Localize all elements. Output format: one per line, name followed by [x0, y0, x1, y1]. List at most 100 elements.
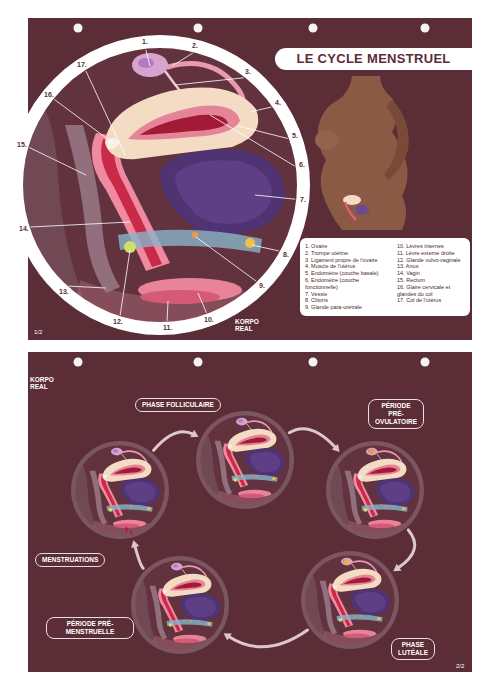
arrow-line	[398, 530, 414, 568]
arrow-line	[289, 429, 335, 448]
leader-line	[175, 78, 244, 85]
phase-anatomy	[302, 555, 398, 648]
legend-item: 13. Anus	[397, 263, 465, 270]
leader-line	[86, 71, 125, 155]
leader-line	[54, 99, 113, 143]
legend-item: 6. Endomètre (couche fonctionnelle)	[305, 277, 393, 291]
callout-number: 13.	[59, 288, 69, 296]
phase-node: PHASE LUTÉALE	[302, 552, 398, 648]
bladder-inset	[355, 205, 369, 215]
blood-drop	[125, 526, 127, 532]
leader-line	[146, 50, 150, 66]
callout-number: 10.	[204, 316, 214, 324]
phase-label: MENSTRUATIONS	[35, 553, 105, 567]
phase-disc	[326, 441, 424, 539]
phase-disc	[131, 556, 229, 654]
legend-item: 2. Trompe utérine	[305, 250, 393, 257]
legend-item: 9. Glande para-urétrale	[305, 304, 393, 311]
legend-box: 1. Ovaire2. Trompe utérine3. Ligament pr…	[300, 238, 470, 316]
phase-node: PÉRIODE PRÉ-OVULATOIRE	[327, 442, 423, 538]
arrow-line	[154, 432, 194, 451]
legend-item: 11. Lèvre externe droite	[397, 250, 465, 257]
phase-anatomy	[132, 560, 228, 653]
arrow-head	[332, 444, 340, 452]
arm-shape	[384, 100, 409, 180]
panel	[28, 352, 472, 672]
cycle-arrow	[131, 540, 143, 568]
phase-disc	[301, 551, 399, 649]
legend-item: 10. Lèvres internes	[397, 243, 465, 250]
callout-number: 1.	[142, 38, 148, 46]
callout-number: 15.	[17, 141, 27, 149]
arrow-head	[190, 430, 198, 438]
legend-item: 17. Col de l'utérus	[397, 297, 465, 304]
cycle-arrow	[393, 530, 414, 571]
leader-lines	[29, 50, 295, 321]
legend-item: 14. Vagin	[397, 270, 465, 277]
page-number: 1/2	[34, 329, 42, 336]
leader-line	[167, 301, 169, 321]
leader-line	[172, 53, 193, 66]
phase-node: MENSTRUATIONS	[72, 442, 168, 538]
legend-item: 8. Clitoris	[305, 297, 393, 304]
arrow-head	[131, 540, 139, 548]
follicle-dot	[369, 449, 374, 454]
brand-logo: KORPO REAL	[30, 376, 60, 390]
leader-line	[210, 115, 295, 166]
leader-line	[29, 148, 86, 176]
cycle-arrow	[224, 630, 308, 647]
arrow-head	[393, 564, 401, 571]
legend-column: 1. Ovaire2. Trompe utérine3. Ligament pr…	[305, 243, 393, 311]
punch-hole	[194, 24, 203, 33]
punch-hole	[309, 358, 318, 367]
arrow-line	[135, 546, 143, 568]
callout-number: 7.	[300, 196, 306, 204]
legend-item: 4. Muscle de l'utérus	[305, 263, 393, 270]
lens-ring	[17, 42, 304, 329]
callout-number: 14.	[19, 225, 29, 233]
punch-hole	[194, 358, 203, 367]
leader-line	[255, 195, 295, 199]
body-silhouette	[318, 76, 408, 230]
callout-number: 5.	[292, 132, 298, 140]
leader-line	[69, 286, 106, 288]
blood-drop	[130, 530, 132, 535]
callout-number: 6.	[299, 161, 305, 169]
page-number: 2/2	[456, 663, 464, 670]
callout-number: 2.	[192, 42, 198, 50]
cycle-arrow	[289, 429, 339, 452]
phase-anatomy	[72, 445, 168, 538]
phase-disc	[196, 411, 294, 509]
leader-line	[252, 245, 279, 251]
legend-item: 16. Glaire cervicale et glandes du col	[397, 284, 465, 298]
punch-hole	[421, 24, 430, 33]
callout-number: 11.	[163, 324, 172, 332]
leader-line	[250, 107, 271, 112]
phase-label: PHASE LUTÉALE	[391, 638, 435, 660]
phase-label: PÉRIODE PRÉ-MENSTRUELLE	[46, 617, 134, 639]
callout-number: 12.	[113, 318, 123, 326]
phase-anatomy	[327, 445, 423, 538]
leader-line	[196, 237, 256, 281]
punch-hole	[421, 358, 430, 367]
callout-number: 9.	[259, 282, 265, 290]
legend-column: 10. Lèvres internes11. Lèvre externe dro…	[397, 243, 465, 311]
phase-disc	[71, 441, 169, 539]
legend-item: 5. Endomètre (couche basale)	[305, 270, 393, 277]
phase-node: PÉRIODE PRÉ-MENSTRUELLE	[132, 557, 228, 653]
callout-number: 8.	[283, 251, 289, 259]
legend-item: 15. Rectum	[397, 277, 465, 284]
callout-number: 17.	[77, 61, 87, 69]
callout-number: 4.	[275, 99, 281, 107]
legend-item: 7. Vessie	[305, 291, 393, 298]
title-text: LE CYCLE MENSTRUEL	[275, 48, 472, 70]
leader-line	[31, 222, 130, 227]
phase-node: PHASE FOLLICULAIRE	[197, 412, 293, 508]
phase-anatomy	[197, 415, 293, 508]
arrow-head	[224, 633, 232, 640]
legend-item: 12. Glande vulvo-vaginale	[397, 257, 465, 264]
callout-number: 16.	[44, 91, 54, 99]
arrow-line	[229, 630, 308, 647]
